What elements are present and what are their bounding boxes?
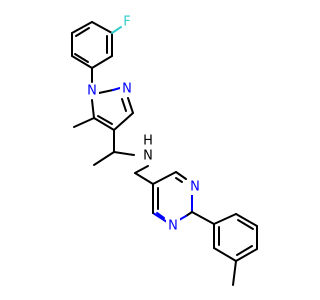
bond: [213, 213, 237, 225]
methyl-bond: [73, 117, 95, 128]
bond: [127, 97, 134, 114]
amine-h-label: H: [143, 134, 153, 149]
bond: [112, 87, 121, 91]
amine-n-label: N: [143, 149, 153, 164]
bond: [152, 212, 168, 223]
bond: [113, 112, 134, 131]
bond: [98, 89, 114, 94]
bond: [175, 171, 187, 180]
bond: [213, 247, 237, 262]
molecule-diagram: F N N N H: [71, 15, 258, 286]
bond: [93, 117, 115, 131]
pyrimidine-n1-label: N: [190, 180, 200, 195]
bond: [71, 21, 93, 34]
pyrazole-n1-label: N: [87, 84, 97, 99]
bond: [75, 27, 90, 37]
label-background: [120, 81, 134, 97]
label-background: [166, 218, 180, 234]
bond: [185, 211, 193, 217]
label-background: [188, 179, 202, 195]
bond: [74, 53, 89, 63]
fluorine-atom-label: F: [123, 15, 130, 30]
bond: [134, 165, 149, 174]
methyl-bond: [232, 260, 237, 286]
bond: [237, 219, 254, 230]
pyrazole-n2-label: N: [122, 82, 132, 97]
methyl-bond: [93, 151, 115, 166]
bond: [178, 215, 187, 221]
tolyl-ring: [213, 213, 258, 262]
structure-canvas: F N N N H: [71, 14, 258, 286]
pyrimidine-n2-label: N: [168, 219, 178, 234]
bond: [156, 212, 165, 219]
bond: [91, 99, 95, 119]
bond: [175, 177, 183, 183]
bond: [71, 55, 93, 69]
bond: [134, 172, 154, 185]
bond: [191, 211, 215, 225]
fluorophenyl-ring: [71, 21, 122, 69]
bond: [113, 151, 135, 156]
label-background: [85, 83, 99, 99]
bond-to-fluorine: [111, 26, 122, 34]
bond: [121, 98, 127, 112]
bond: [236, 245, 253, 256]
bond: [91, 55, 113, 69]
bond: [235, 248, 258, 262]
bond: [97, 115, 113, 125]
bond: [91, 21, 113, 34]
bond: [152, 171, 177, 185]
pyrimidine-ring: [152, 171, 193, 223]
bond: [235, 213, 258, 227]
pyrazole-ring: [91, 87, 134, 131]
